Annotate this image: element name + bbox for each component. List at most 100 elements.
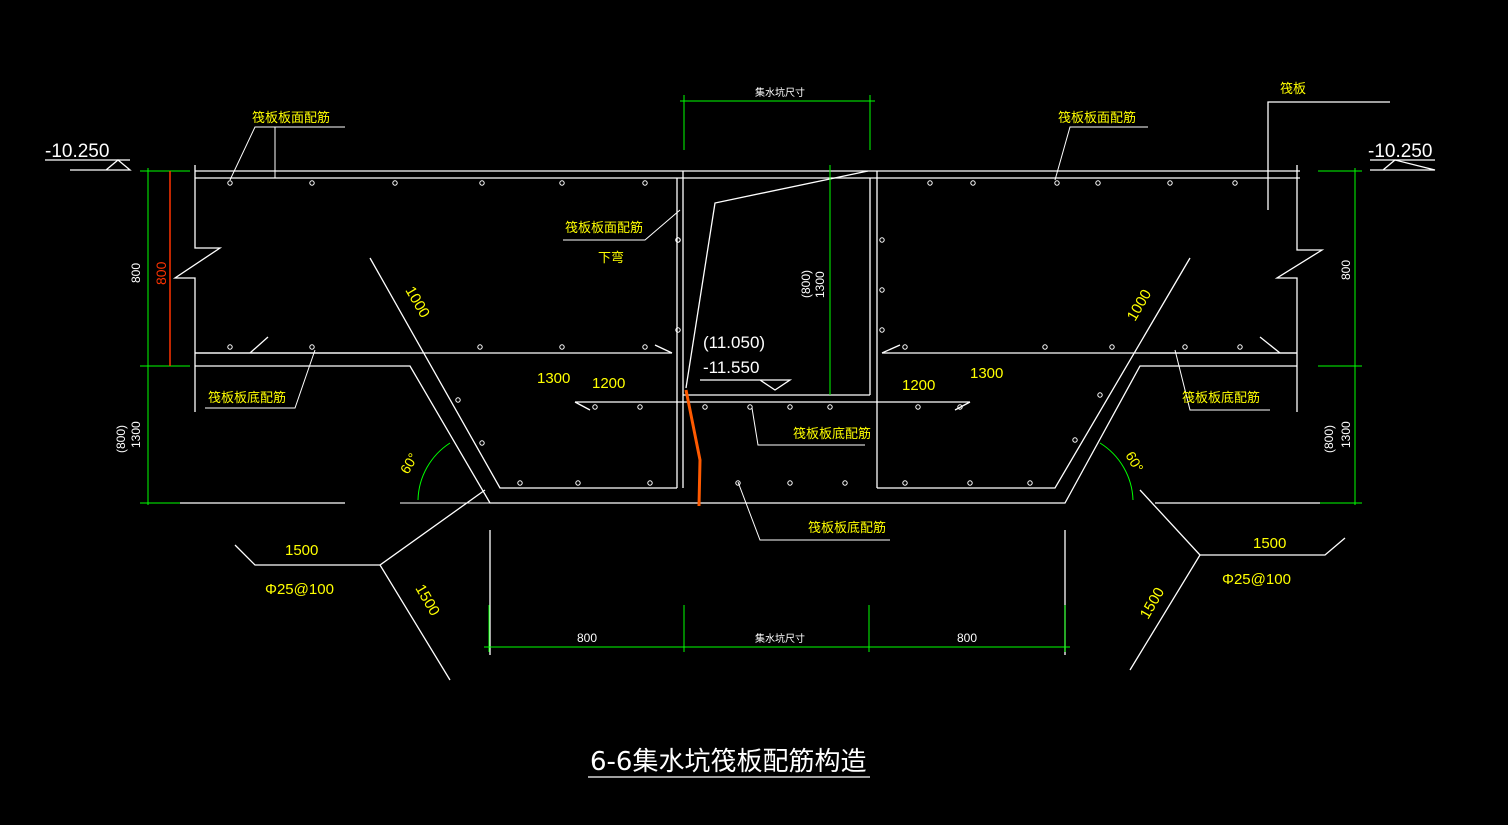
dim-text-1200-left: 1200: [592, 375, 625, 392]
rebar-dot: [675, 237, 681, 243]
dim-text-right-800: 800: [1339, 260, 1353, 280]
anchor-right-ext: [1200, 537, 1346, 556]
rebar-dot: [957, 404, 963, 410]
rebar-dot: [479, 180, 485, 186]
dim-text-slope-right: 1000: [1124, 287, 1155, 324]
rebar-dot: [642, 180, 648, 186]
rebar-dot: [559, 180, 565, 186]
leader-top-left: [229, 126, 345, 181]
leader-center-top: [563, 209, 681, 241]
rebar-dot: [827, 404, 833, 410]
rebar-dot: [967, 480, 973, 486]
dim-text-anchor-right-bar: Φ25@100: [1222, 571, 1291, 588]
rebar-dot: [702, 404, 708, 410]
anchor-right-bar: [1129, 489, 1201, 671]
dim-text-left-800-paren: (800): [114, 425, 128, 453]
rebar-dot: [1109, 344, 1115, 350]
rebar-dot: [1054, 180, 1060, 186]
dim-text-angle-left: 60°: [397, 450, 421, 476]
rebar-dot: [309, 180, 315, 186]
rebar-dot: [559, 344, 565, 350]
dim-text-1300-left: 1300: [537, 370, 570, 387]
rebar-dot: [927, 180, 933, 186]
dim-text-anchor-right-h: 1500: [1253, 535, 1286, 552]
label-top-rebar-left: 筏板板面配筋: [252, 110, 330, 126]
rebar-dot: [675, 327, 681, 333]
dim-text-center-1300: 1300: [813, 271, 827, 298]
rebar-dot: [747, 404, 753, 410]
label-bottom-rebar-left: 筏板板底配筋: [208, 390, 286, 406]
rebar-dot: [915, 404, 921, 410]
angle-arc-left: [417, 442, 451, 501]
mid-rebar-right-hook: [881, 344, 901, 354]
raft-outline: [45, 101, 1436, 778]
dim-text-left-1300: 1300: [129, 421, 143, 448]
rebar-dot: [902, 344, 908, 350]
dim-text-slope-left: 1000: [402, 284, 433, 321]
dim-text-right-1300: 1300: [1339, 421, 1353, 448]
dim-text-bottom-800-right: 800: [957, 631, 977, 645]
rebar-dot: [227, 344, 233, 350]
rebar-dot: [879, 287, 885, 293]
dim-text-anchor-right-d: 1500: [1137, 585, 1168, 622]
label-top-rebar-right: 筏板板面配筋: [1058, 110, 1136, 126]
rebar-dot: [1027, 480, 1033, 486]
label-raft: 筏板: [1280, 81, 1306, 97]
elev-left-symbol: [70, 159, 132, 171]
rebar-dot: [309, 344, 315, 350]
right-break-line: [1274, 165, 1325, 412]
dim-text-left-800-red: 800: [153, 261, 169, 285]
dim-text-1200-right: 1200: [902, 377, 935, 394]
rebar-dot: [1237, 344, 1243, 350]
rebar-dot: [227, 180, 233, 186]
rebar-dot: [647, 480, 653, 486]
left-break-line: [172, 165, 223, 412]
rebar-dot: [1042, 344, 1048, 350]
rebar-dot: [1167, 180, 1173, 186]
rebar-dot: [1072, 437, 1078, 443]
rebar-tick-2: [1259, 336, 1281, 354]
rebar-1200-left-hook: [574, 401, 591, 411]
leaders: [205, 126, 1270, 541]
dim-text-pit-top: 集水坑尺寸: [755, 86, 805, 99]
dim-text-center-800-paren: (800): [799, 270, 813, 298]
rebar-dot: [392, 180, 398, 186]
rebar-dot: [479, 440, 485, 446]
rebar-dot: [575, 480, 581, 486]
label-bottom-rebar-center: 筏板板底配筋: [793, 426, 871, 442]
rebar-tick-1: [249, 336, 269, 354]
dim-text-right-800-paren: (800): [1322, 425, 1336, 453]
rebar-dot: [1232, 180, 1238, 186]
dim-text-anchor-left-bar: Φ25@100: [265, 581, 334, 598]
rebar-dot: [1182, 344, 1188, 350]
elev-pit-symbol: [700, 379, 793, 391]
angle-arc-right: [1099, 442, 1134, 501]
inner-slope-left: [369, 257, 677, 489]
rebar-dot: [517, 480, 523, 486]
left-bottom-outline: [195, 365, 1297, 504]
rebar-dot: [879, 237, 885, 243]
leader-bottom-left: [205, 349, 316, 409]
label-top-rebar-center: 筏板板面配筋: [565, 220, 643, 236]
dimension-lines: [140, 95, 1362, 652]
leader-bottom-bottom: [737, 481, 890, 541]
rebar-dot: [1095, 180, 1101, 186]
rebar-dot: [592, 404, 598, 410]
elev-left-top: -10.250: [45, 141, 109, 162]
bend-down-rebar: [685, 170, 869, 389]
text-labels: -10.250 -10.250 (11.050) -11.550 筏板板面配筋 …: [45, 81, 1432, 777]
rebar-dot: [735, 480, 741, 486]
raft-leader: [1267, 101, 1390, 210]
leader-top-right: [1054, 126, 1148, 181]
rebar-dot: [787, 480, 793, 486]
rebar-dot: [642, 344, 648, 350]
elev-pit-paren: (11.050): [703, 333, 765, 352]
leader-bottom-right: [1174, 349, 1270, 411]
rebar-dot: [637, 404, 643, 410]
drawing-title: 6-6集水坑筏板配筋构造: [590, 747, 866, 777]
elev-pit-bottom: -11.550: [703, 358, 759, 377]
rebar-dot: [970, 180, 976, 186]
dim-text-anchor-left-h: 1500: [285, 542, 318, 559]
rebar-dot: [902, 480, 908, 486]
